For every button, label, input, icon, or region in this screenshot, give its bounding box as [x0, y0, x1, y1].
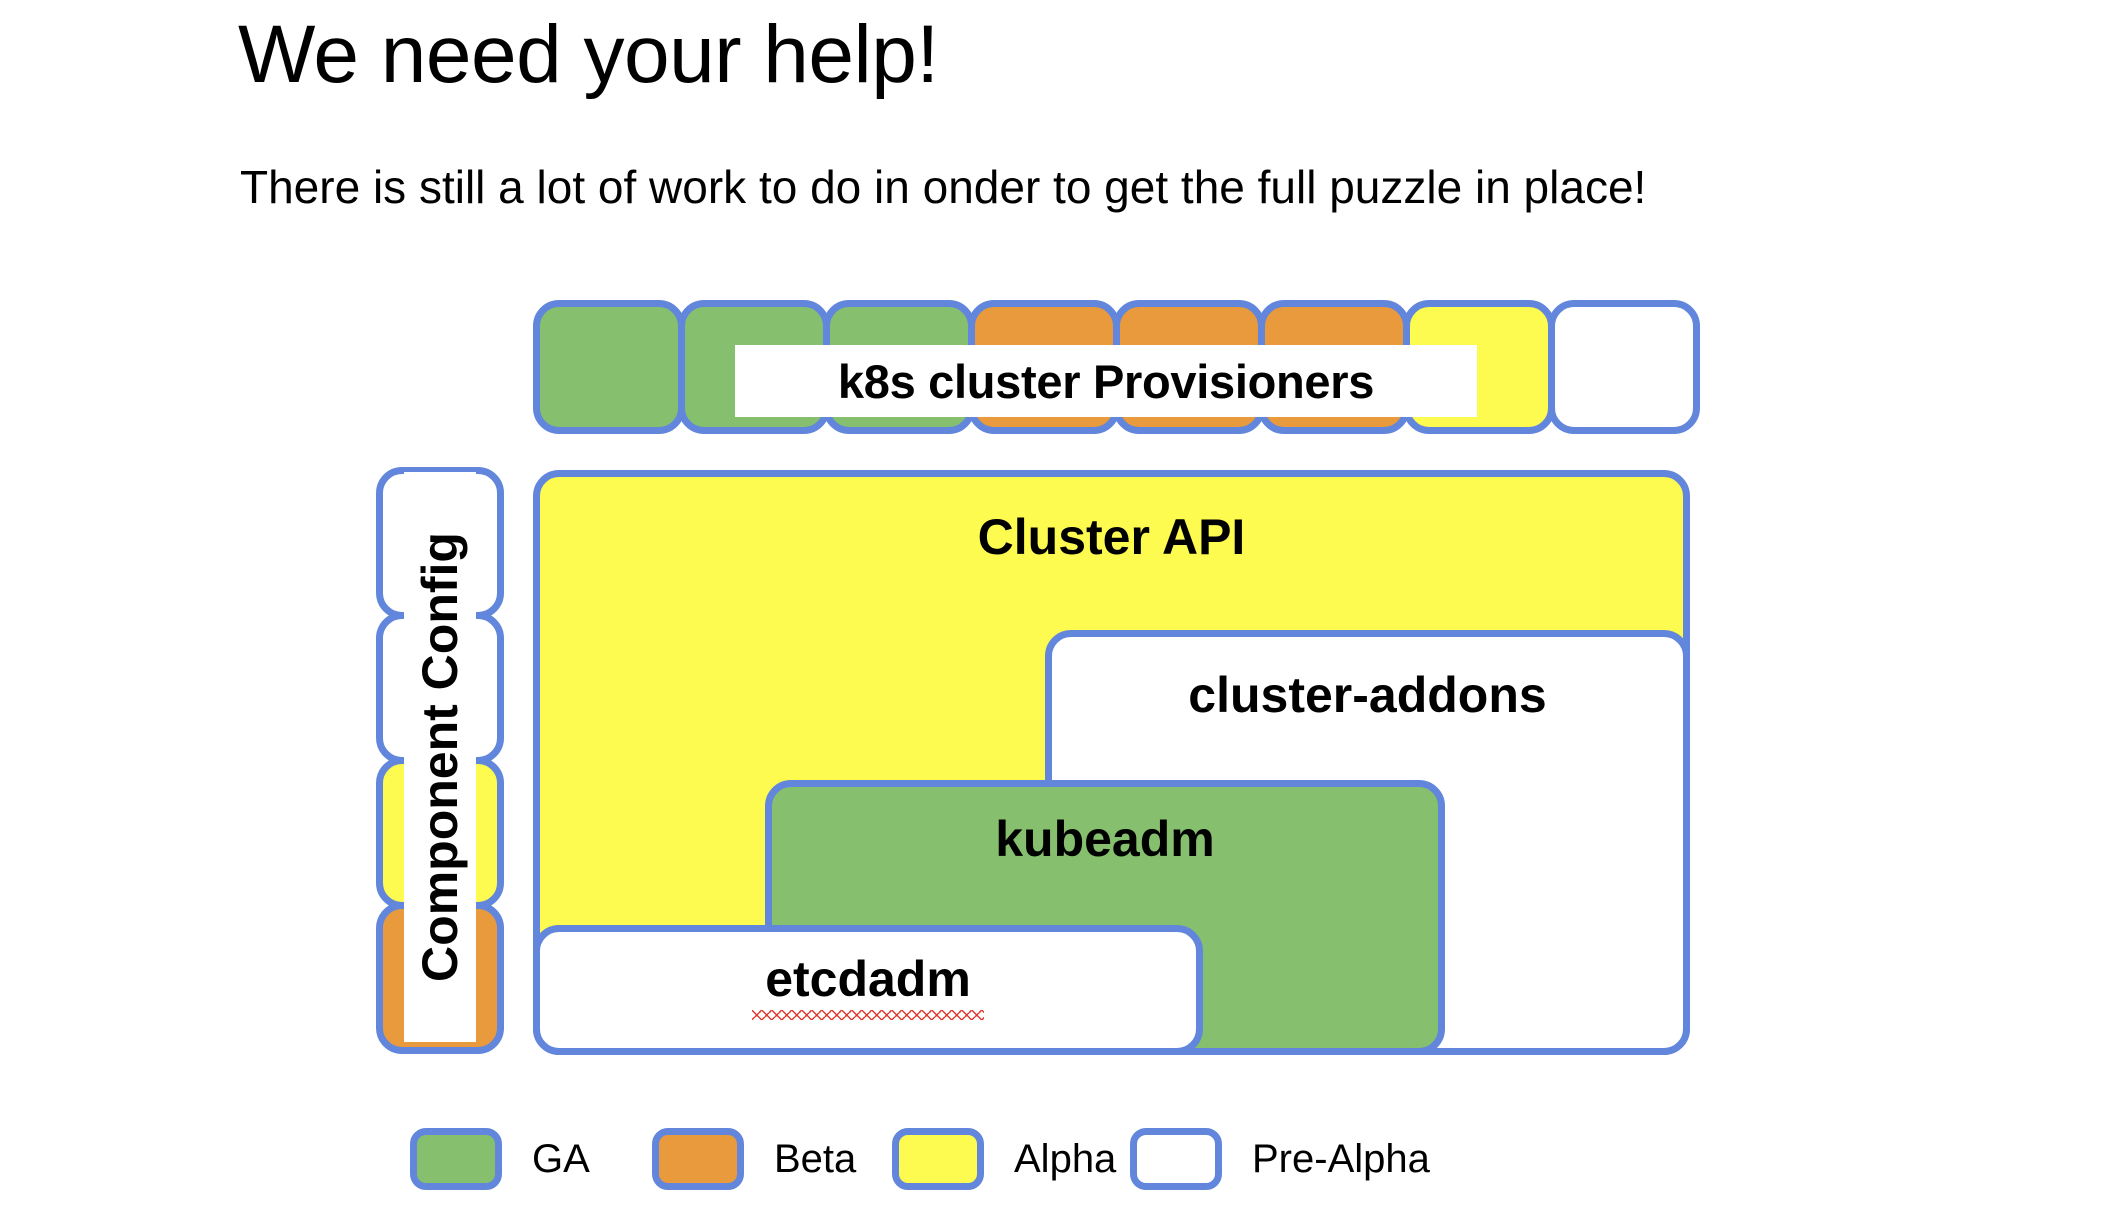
- legend-item-ga: GA: [410, 1128, 590, 1190]
- spellcheck-squiggle-icon: [752, 1010, 984, 1020]
- legend-swatch-pre-alpha: [1130, 1128, 1222, 1190]
- legend-item-beta: Beta: [652, 1128, 856, 1190]
- legend-swatch-ga: [410, 1128, 502, 1190]
- provisioner-tile-1[interactable]: [533, 300, 685, 434]
- cluster-addons-label: cluster-addons: [1188, 667, 1547, 723]
- legend-item-pre-alpha: Pre-Alpha: [1130, 1128, 1430, 1190]
- legend-label-alpha: Alpha: [1014, 1136, 1117, 1181]
- legend-label-beta: Beta: [774, 1136, 857, 1181]
- page-subtitle: There is still a lot of work to do in on…: [240, 161, 1647, 213]
- legend-item-alpha: Alpha: [892, 1128, 1116, 1190]
- etcdadm-label: etcdadm: [765, 951, 971, 1007]
- component-config-label-text: Component Config: [412, 532, 468, 982]
- cluster-api-label: Cluster API: [977, 509, 1246, 565]
- legend-label-pre-alpha: Pre-Alpha: [1252, 1136, 1430, 1181]
- component-config-label: Component Config: [404, 472, 476, 1042]
- provisioner-row-label: k8s cluster Provisioners: [735, 345, 1477, 417]
- legend-swatch-alpha: [892, 1128, 984, 1190]
- legend-label-ga: GA: [532, 1136, 590, 1181]
- etcdadm-box[interactable]: etcdadm: [533, 925, 1203, 1055]
- page-title: We need your help!: [238, 9, 939, 100]
- provisioner-tile-8[interactable]: [1548, 300, 1700, 434]
- kubeadm-label: kubeadm: [995, 811, 1215, 867]
- legend-swatch-beta: [652, 1128, 744, 1190]
- etcdadm-label-wrap: etcdadm: [540, 950, 1196, 1020]
